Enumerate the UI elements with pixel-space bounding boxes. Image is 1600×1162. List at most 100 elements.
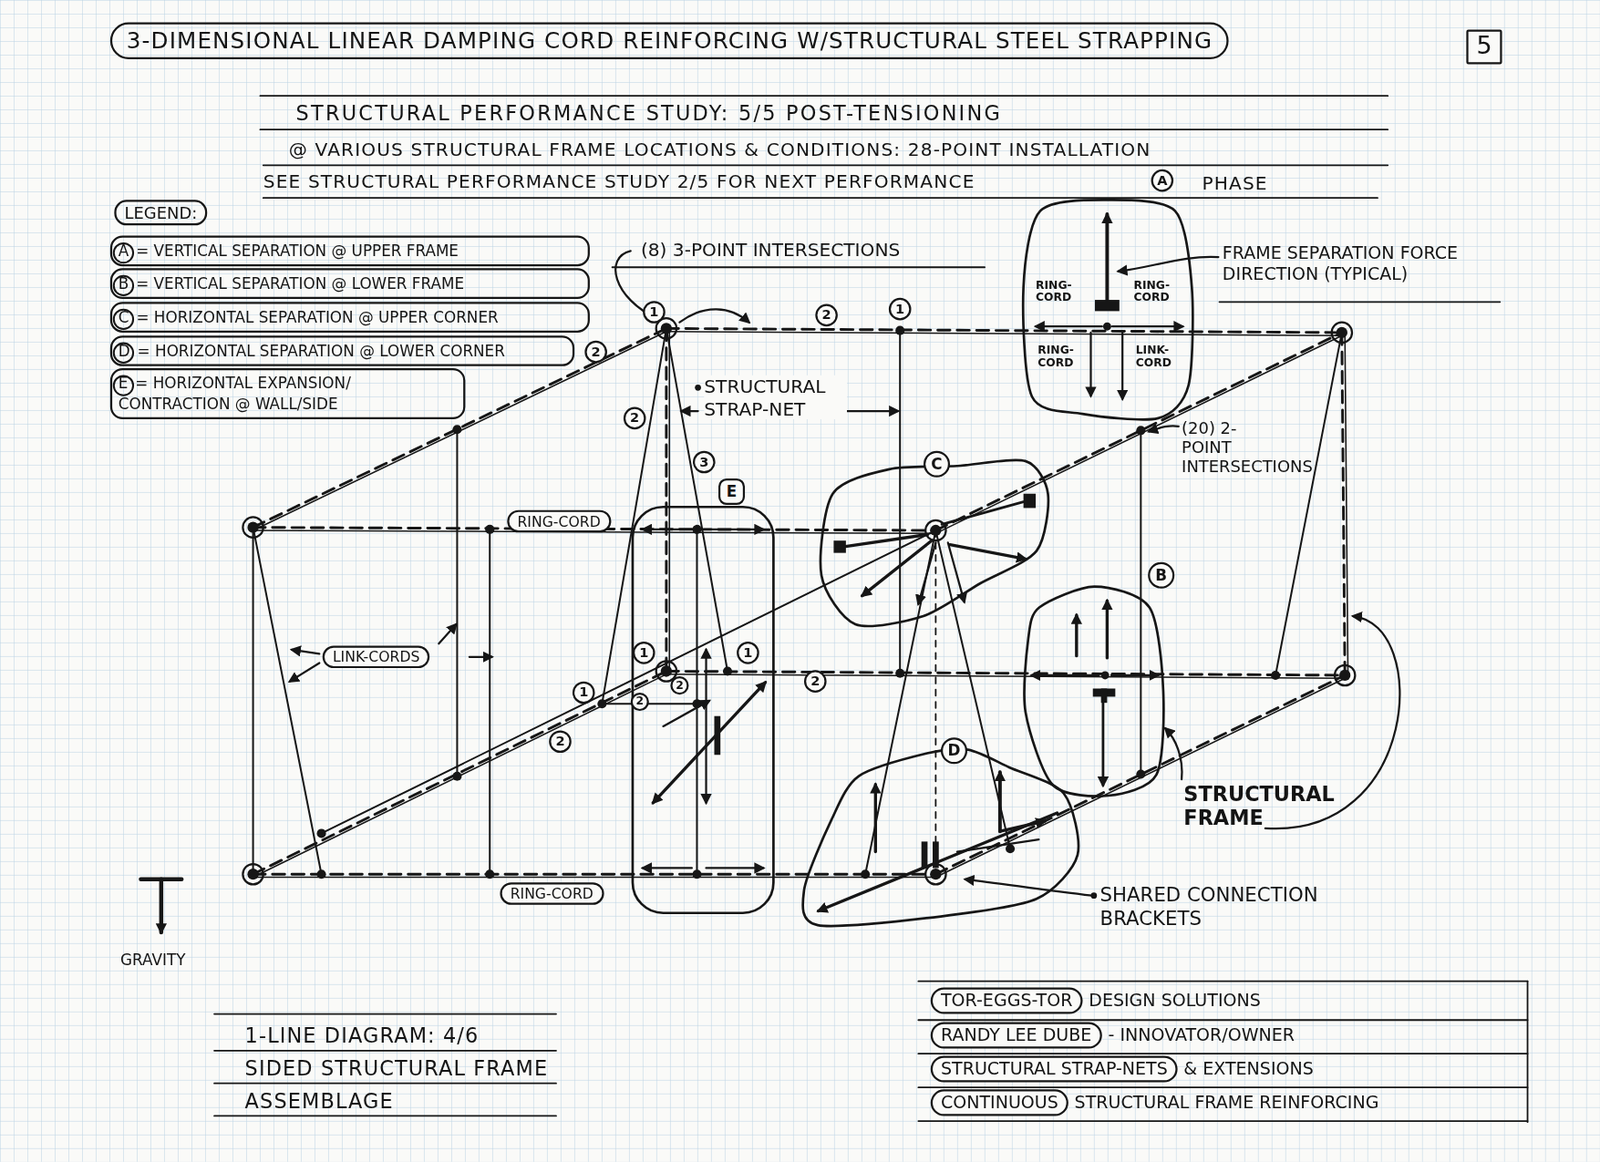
force-arrow	[1121, 332, 1124, 400]
bubble-outline	[803, 749, 1079, 927]
force-arrow	[998, 772, 1002, 832]
legend-entry: A= VERTICAL SEPARATION @ UPPER FRAME	[110, 236, 590, 268]
cord-tag-text: RING-CORD	[1037, 344, 1084, 370]
signature-oval: STRUCTURAL STRAP-NETS	[930, 1055, 1178, 1083]
ring-cord-line	[666, 670, 1345, 675]
signature-text: DESIGN SOLUTIONS	[1088, 990, 1261, 1012]
connection-bracket-ring	[242, 516, 263, 537]
legend-heading: LEGEND:	[113, 199, 207, 226]
cord-tag-text: RING-CORD	[1035, 279, 1083, 305]
force-arrow	[704, 650, 707, 804]
strap-net-line	[488, 529, 491, 875]
bubble-letter: D	[940, 737, 968, 764]
structural-frame-line	[666, 674, 1345, 679]
force-bubble: B	[1025, 587, 1164, 796]
ruled-line	[214, 1050, 557, 1053]
leader-note: STRUCTURAL FRAME	[1183, 781, 1337, 831]
bracket-block	[932, 841, 940, 868]
leader-note: FRAME SEPARATION FORCE DIRECTION (TYPICA…	[1222, 242, 1514, 285]
ruled-line	[259, 94, 1388, 97]
force-arrow	[1112, 325, 1183, 328]
legend-entry: B= VERTICAL SEPARATION @ LOWER FRAME	[110, 268, 590, 300]
leader-note: (8) 3-POINT INTERSECTIONS	[640, 238, 900, 261]
connection-bracket-ring	[242, 864, 263, 885]
bubble-art	[1023, 199, 1193, 419]
legend-entry: E= HORIZONTAL EXPANSION/ CONTRACTION @ W…	[110, 368, 466, 420]
connection-bracket	[1339, 670, 1351, 682]
intersection-dot	[1101, 670, 1110, 680]
signature-oval: CONTINUOUS	[930, 1089, 1069, 1116]
node-text: STRUCTURAL STRAP-NETS	[940, 1059, 1168, 1080]
ruled-line	[918, 980, 1528, 983]
connection-bracket	[660, 665, 672, 677]
intersection-dot	[597, 699, 607, 709]
strap-net-line	[1139, 430, 1142, 775]
intersection-dot	[1135, 425, 1146, 435]
force-arrow	[941, 502, 1024, 526]
node-text: RING-CORD	[516, 513, 600, 530]
legend-text: D= HORIZONTAL SEPARATION @ LOWER CORNER	[118, 340, 565, 362]
force-arrow	[1000, 821, 1045, 832]
bracket-block	[1094, 299, 1120, 311]
node-text: RANDY LEE DUBE	[940, 1025, 1092, 1046]
callout-number: 2	[623, 407, 647, 431]
callout-number: 2	[670, 676, 689, 695]
bracket-block	[713, 716, 721, 756]
intersection-dot	[317, 869, 327, 879]
reference-note: PHASE	[1201, 172, 1268, 195]
force-arrow	[642, 528, 694, 531]
intersection-dot	[722, 666, 733, 676]
callout-number: 2	[630, 692, 650, 712]
bubble-letter: B	[1147, 562, 1175, 589]
ring-cord-line	[935, 332, 1342, 531]
callout-number: 2	[584, 340, 608, 364]
ruled-line	[918, 1086, 1528, 1089]
ruled-line	[263, 196, 1378, 199]
callout-number: 1	[736, 641, 760, 665]
strap-net-line	[252, 527, 255, 876]
bubble-outline	[1022, 199, 1193, 420]
bubble-outline	[1024, 587, 1165, 797]
callout-number: 2	[815, 304, 838, 328]
bubble-letter: E	[718, 478, 745, 506]
force-arrow	[844, 534, 929, 547]
force-bubble: C	[821, 461, 1048, 625]
ruled-line	[259, 128, 1388, 131]
force-arrow	[1105, 600, 1109, 659]
ruled-line	[918, 1019, 1528, 1022]
node-text: 5	[1476, 32, 1493, 62]
intersection-dot	[485, 869, 495, 879]
ruled-line	[918, 1052, 1528, 1055]
bubble-art	[1025, 587, 1164, 796]
gravity-label: GRAVITY	[120, 950, 186, 970]
leader-line	[1165, 728, 1182, 780]
force-arrow	[862, 540, 932, 596]
bubble-art	[632, 506, 774, 913]
force-arrow	[1089, 332, 1092, 396]
reference-note: SEE STRUCTURAL PERFORMANCE STUDY 2/5 FOR…	[263, 170, 976, 193]
bracket-block	[921, 841, 929, 868]
ring-cord-line	[666, 328, 1342, 332]
intersection-dot	[860, 869, 870, 879]
cord-tag-text: RING-CORD	[1133, 279, 1187, 305]
force-arrow	[1111, 674, 1158, 677]
force-arrow	[818, 813, 1058, 911]
structural-frame-line	[668, 328, 671, 671]
leader-line	[289, 663, 320, 682]
gravity-symbol	[159, 879, 164, 933]
strap-net-line	[1275, 332, 1342, 676]
strap-net-line	[865, 530, 936, 875]
force-bubble: D	[804, 750, 1078, 927]
cord-tag: RING-CORD	[506, 510, 611, 534]
connection-bracket	[1336, 327, 1348, 339]
intersection-dot	[895, 326, 905, 336]
node-text: LINK-CORDS	[332, 649, 421, 666]
ring-cord-line	[664, 328, 668, 671]
leader-note: (20) 2-POINT INTERSECTIONS	[1181, 418, 1279, 477]
force-arrow	[642, 867, 692, 869]
legend-text: A= VERTICAL SEPARATION @ UPPER FRAME	[118, 240, 580, 261]
node-text: TOR-EGGS-TOR	[940, 990, 1073, 1012]
legend-entry: C= HORIZONTAL SEPARATION @ UPPER CORNER	[110, 301, 590, 333]
